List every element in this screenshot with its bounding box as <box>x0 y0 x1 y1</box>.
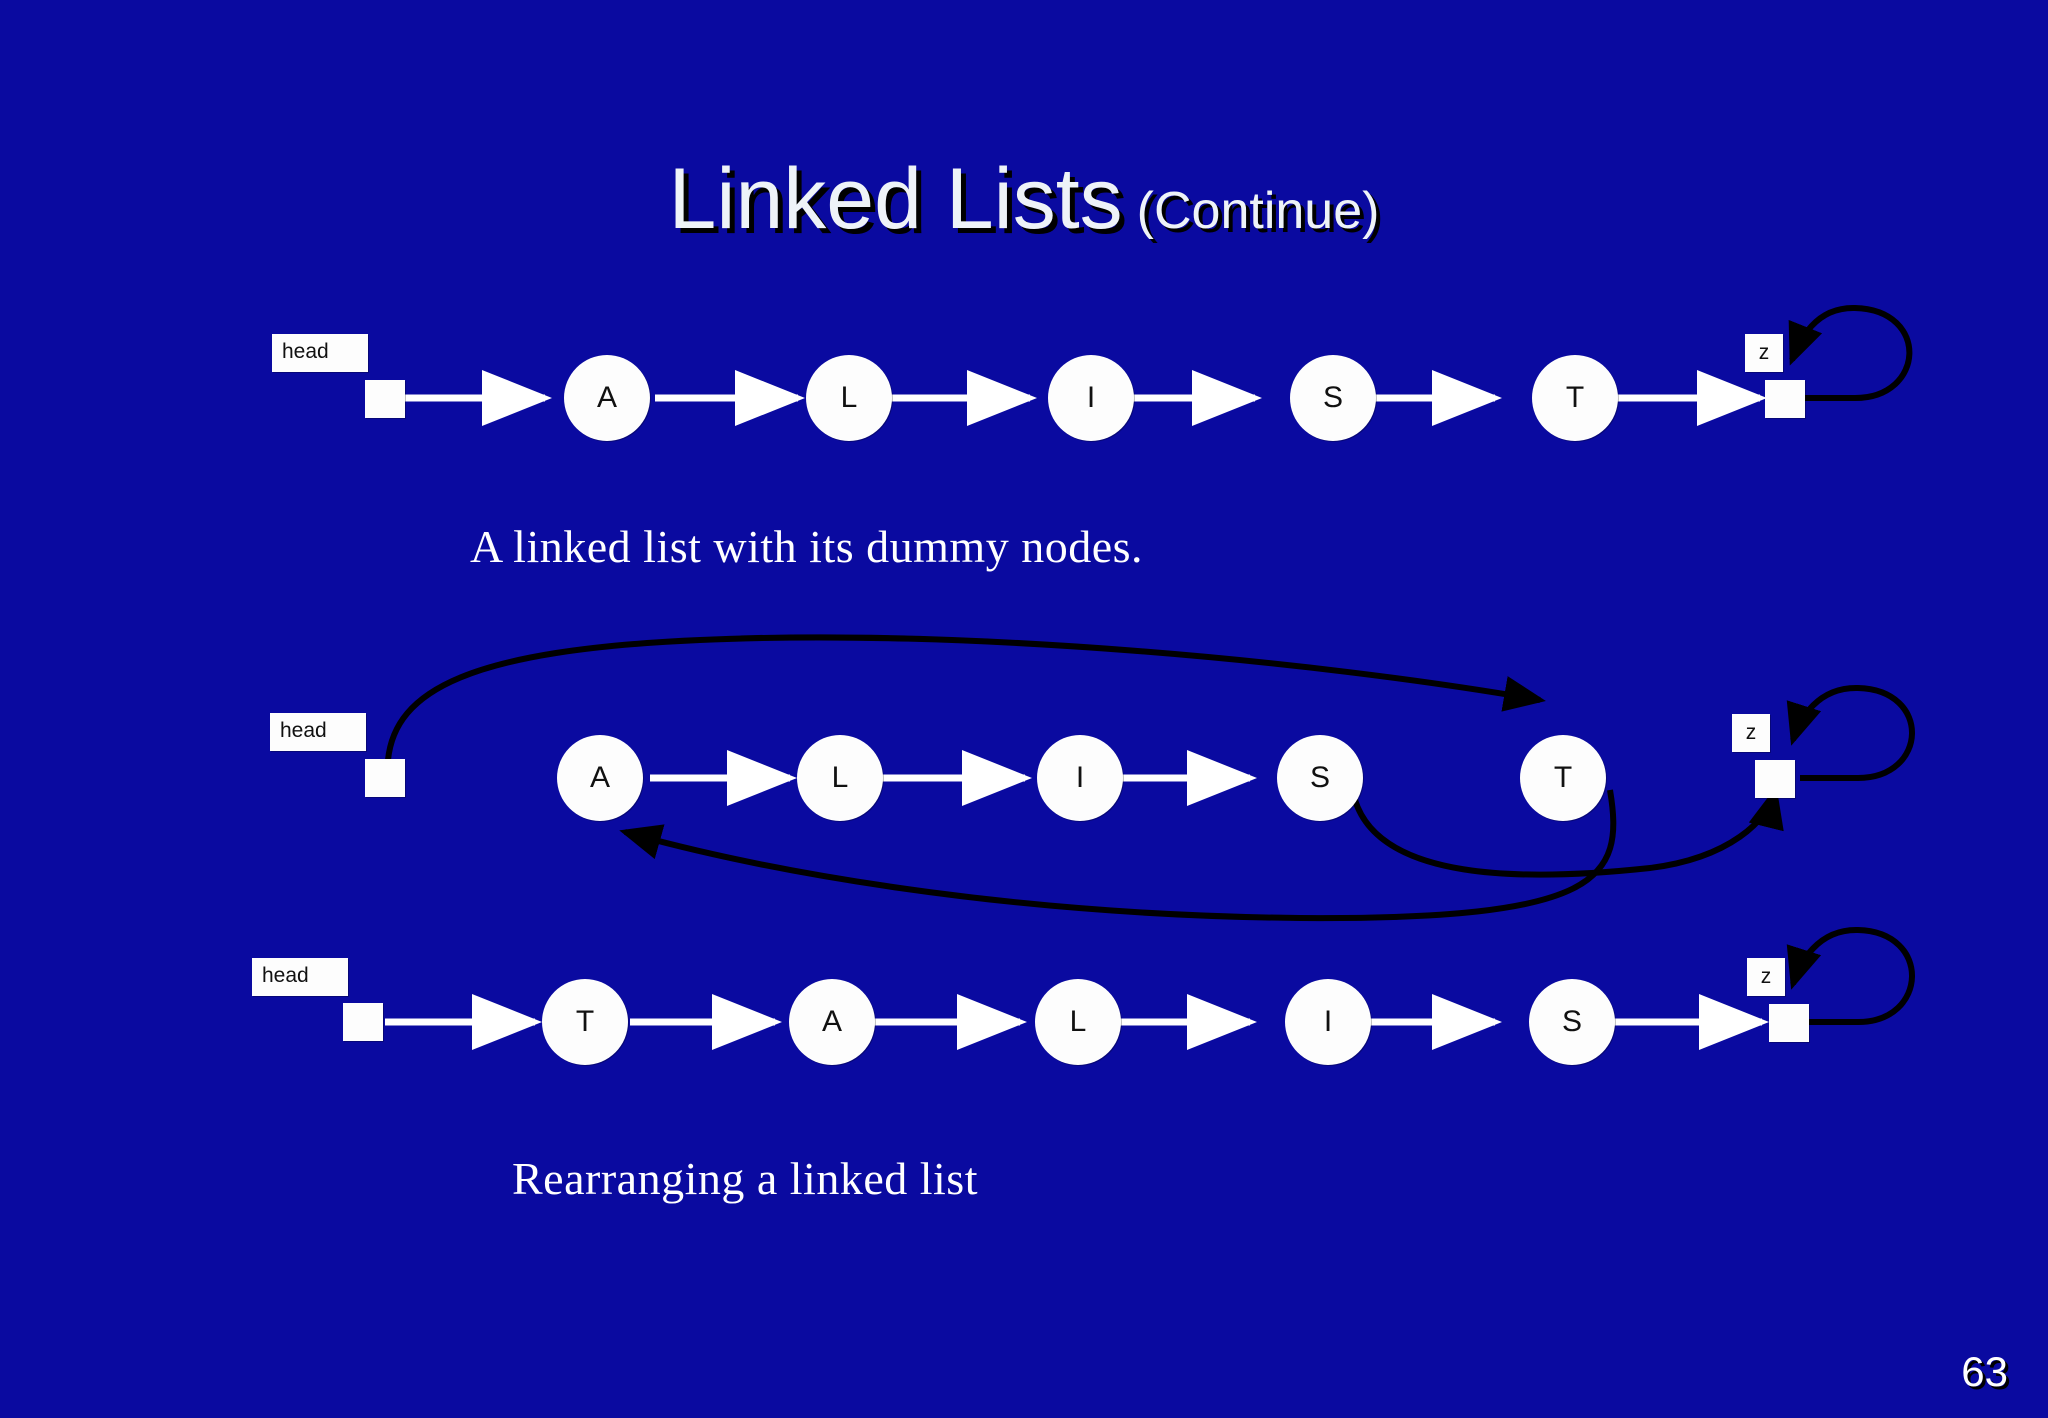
list-node-row3-2: L <box>1035 979 1121 1065</box>
page-number: 63 <box>1961 1348 2008 1395</box>
list-node-row1-2: I <box>1048 355 1134 441</box>
page-title: Linked Lists(Continue) <box>0 150 2048 249</box>
title-main-text: Linked Lists <box>668 151 1123 247</box>
z-pointer-box-row3 <box>1769 1004 1809 1042</box>
z-pointer-box-row2 <box>1755 760 1795 798</box>
list-node-row3-1: A <box>789 979 875 1065</box>
list-node-row2-1: L <box>797 735 883 821</box>
z-label-row1: z <box>1745 334 1783 372</box>
list-node-row1-1: L <box>806 355 892 441</box>
caption-rearranging: Rearranging a linked list <box>512 1153 978 1204</box>
head-label-row1: head <box>272 334 368 372</box>
head-label-row3: head <box>252 958 348 996</box>
list-node-row1-3: S <box>1290 355 1376 441</box>
z-label-row2: z <box>1732 714 1770 752</box>
list-node-row2-3: S <box>1277 735 1363 821</box>
title-sub-text: (Continue) <box>1136 182 1380 240</box>
list-node-row3-0: T <box>542 979 628 1065</box>
list-node-row2-2: I <box>1037 735 1123 821</box>
head-label-row2: head <box>270 713 366 751</box>
head-pointer-box-row1 <box>365 380 405 418</box>
list-node-row3-3: I <box>1285 979 1371 1065</box>
z-label-row3: z <box>1747 958 1785 996</box>
head-pointer-box-row3 <box>343 1003 383 1041</box>
z-pointer-box-row1 <box>1765 380 1805 418</box>
list-node-row1-4: T <box>1532 355 1618 441</box>
list-node-row2-0: A <box>557 735 643 821</box>
list-node-row2-4: T <box>1520 735 1606 821</box>
caption-dummy-nodes: A linked list with its dummy nodes. <box>470 521 1144 572</box>
list-node-row1-0: A <box>564 355 650 441</box>
head-pointer-box-row2 <box>365 759 405 797</box>
list-node-row3-4: S <box>1529 979 1615 1065</box>
